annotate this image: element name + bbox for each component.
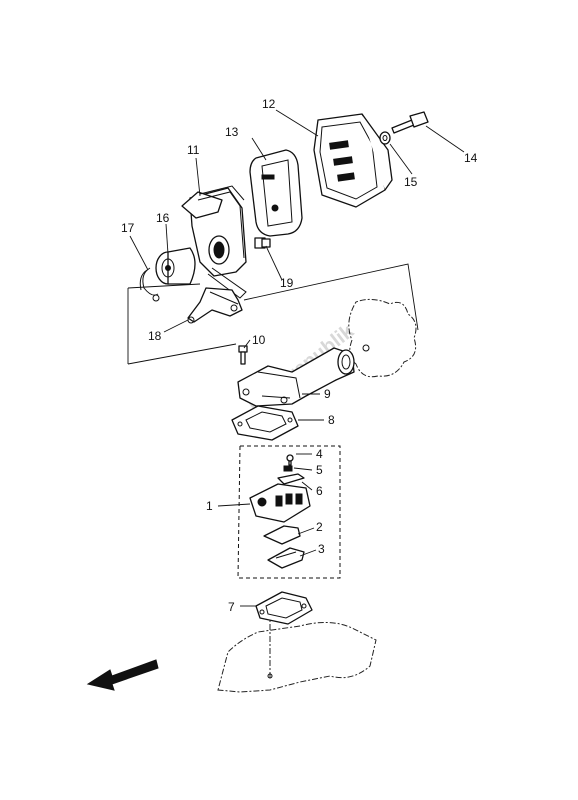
callout-1: 1 [206, 499, 213, 513]
callout-17: 17 [121, 221, 135, 235]
part-14-bolt [391, 111, 429, 134]
callout-3: 3 [318, 542, 325, 556]
part-2-reed [263, 525, 301, 545]
callout-4: 4 [316, 447, 323, 461]
callout-12: 12 [262, 97, 276, 111]
callout-labels: 1 2 3 4 5 6 7 8 9 10 11 12 13 14 15 16 1… [121, 97, 478, 614]
callout-19: 19 [280, 276, 294, 290]
part-19-screw [254, 237, 271, 249]
part-12-filter-case [313, 113, 393, 208]
callout-2: 2 [316, 520, 323, 534]
part-5-screw [283, 465, 293, 472]
part-11-air-box [181, 185, 247, 299]
part-18-bracket [187, 287, 243, 324]
part-15-washer [379, 131, 391, 145]
callout-8: 8 [328, 413, 335, 427]
assembly-outline [127, 263, 419, 365]
callout-14: 14 [464, 151, 478, 165]
callout-13: 13 [225, 125, 239, 139]
callout-15: 15 [404, 175, 418, 189]
part-3-reed [267, 547, 305, 569]
part-13-filter-element [249, 149, 303, 237]
part-10-bolt [238, 345, 248, 365]
part-6-stopper [277, 473, 305, 485]
callout-11: 11 [187, 143, 200, 157]
reed-valve-assembly-box [237, 445, 341, 579]
part-1-reed-valve-body [249, 483, 311, 523]
part-9-intake-manifold [237, 347, 355, 407]
part-16-duct-boot [155, 247, 196, 285]
callout-18: 18 [148, 329, 162, 343]
engine-outline-lower [217, 620, 377, 693]
part-8-gasket [231, 405, 299, 441]
engine-outline-upper [348, 298, 417, 378]
leader-lines [129, 109, 465, 607]
front-direction-arrow-icon [86, 659, 159, 691]
callout-9: 9 [324, 387, 331, 401]
part-4-screw [286, 454, 294, 466]
callout-16: 16 [156, 211, 170, 225]
callout-7: 7 [228, 600, 235, 614]
part-7-gasket [255, 591, 313, 625]
callout-10: 10 [252, 333, 266, 347]
callout-6: 6 [316, 484, 323, 498]
callout-5: 5 [316, 463, 323, 477]
